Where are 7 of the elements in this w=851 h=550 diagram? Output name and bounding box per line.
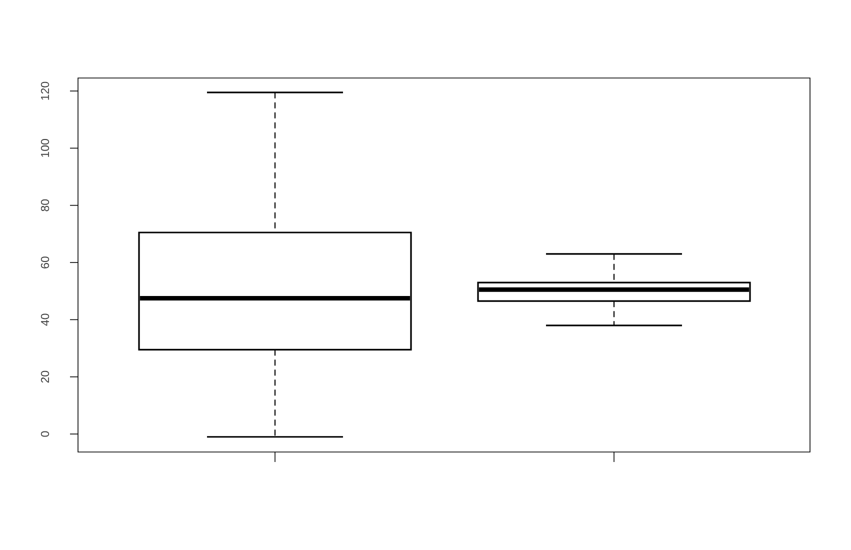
axis-tick-label: 100 [40, 139, 50, 157]
axis-tick-label: 20 [40, 370, 50, 383]
axis-tick-label: 60 [40, 256, 50, 268]
axis-tick-label: 0 [40, 431, 50, 437]
axis-tick-label: 80 [40, 199, 50, 212]
axis-tick-label: 40 [40, 314, 50, 326]
axis-tick-label: 120 [40, 82, 50, 100]
